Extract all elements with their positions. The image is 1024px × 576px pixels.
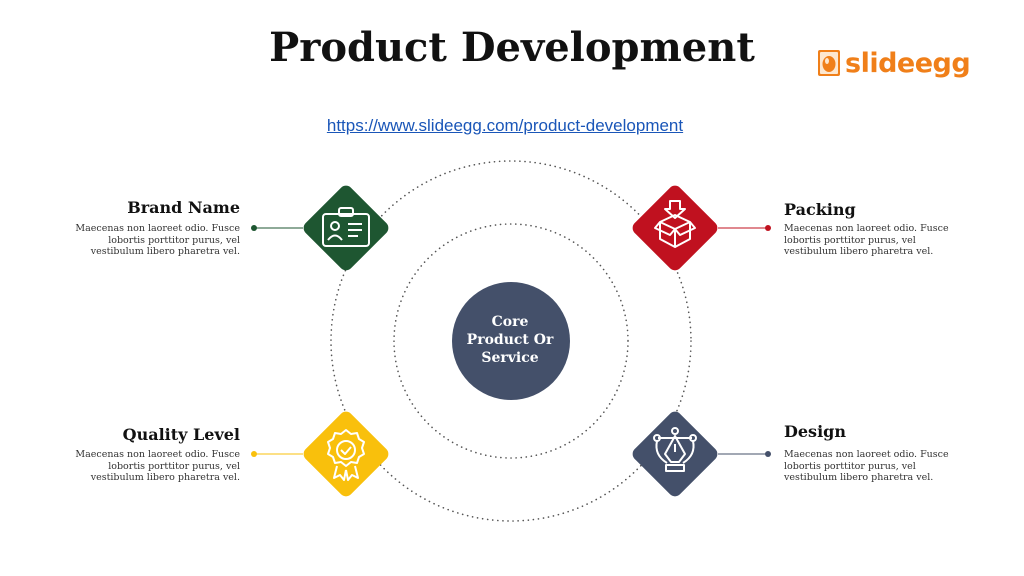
core-label-line: Core <box>491 314 529 330</box>
quality-level-title: Quality Level <box>122 425 240 444</box>
pen-tool-icon <box>653 427 697 472</box>
packing-diamond <box>632 185 718 271</box>
design-description: Maecenas non laoreet odio. Fusce loborti… <box>784 449 949 483</box>
core-label: Core Product Or Service <box>452 313 568 367</box>
core-label-line: Service <box>481 350 539 366</box>
core-label-line: Product Or <box>466 332 554 348</box>
slideegg-logo: slideegg <box>817 47 971 79</box>
inner-dotted-ring <box>393 223 629 459</box>
connector-design <box>718 451 771 457</box>
brand-name-title: Brand Name <box>127 198 240 217</box>
brand-name-diamond <box>303 185 389 271</box>
connector-brand-name <box>251 225 303 231</box>
source-link[interactable]: https://www.slideegg.com/product-develop… <box>326 116 684 135</box>
award-ribbon-icon <box>327 429 365 481</box>
page-title: Product Development <box>269 24 755 71</box>
outer-dotted-ring <box>330 160 692 522</box>
packing-description: Maecenas non laoreet odio. Fusce loborti… <box>784 223 949 257</box>
logo-text: slideegg <box>845 47 971 79</box>
id-badge-icon <box>322 207 370 247</box>
egg-logo-icon <box>818 50 840 76</box>
quality-level-diamond <box>303 411 389 497</box>
connector-packing <box>718 225 771 231</box>
design-title: Design <box>784 422 846 441</box>
brand-name-description: Maecenas non laoreet odio. Fusce loborti… <box>75 223 240 257</box>
connector-quality-level <box>251 451 303 457</box>
core-circle <box>452 282 570 400</box>
design-diamond <box>632 411 718 497</box>
quality-level-description: Maecenas non laoreet odio. Fusce loborti… <box>75 449 240 483</box>
packing-title: Packing <box>784 200 856 219</box>
box-download-icon <box>654 200 696 248</box>
